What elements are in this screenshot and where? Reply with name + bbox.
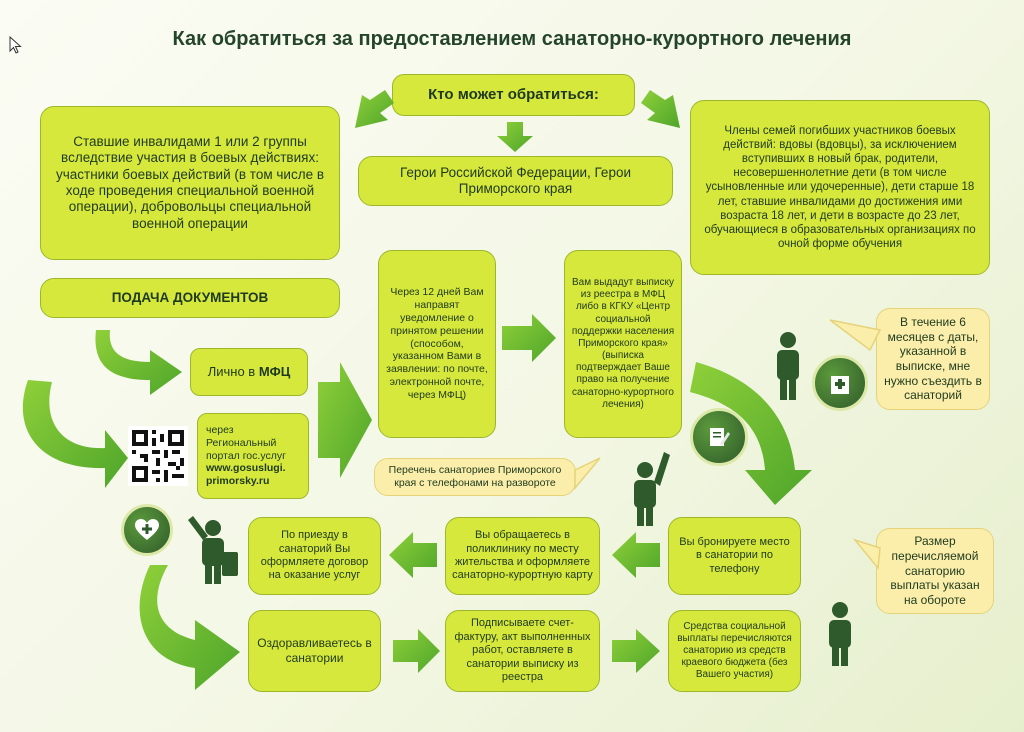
extract-box: Вам выдадут выписку из реестра в МФЦ либ… [564,250,682,438]
six-months-bubble: В течение 6 месяцев с даты, указанной в … [876,308,990,410]
arrow-left-clinic [389,532,437,578]
qr-code[interactable] [128,426,188,486]
person-icon-2 [829,602,851,666]
hospital-icon [812,355,868,411]
in-person-mfc-box: Лично в МФЦ [190,348,308,396]
in-person-label: Лично в [207,364,256,380]
portal-box[interactable]: через Региональный портал гос.услуг www.… [197,413,309,499]
portal-text: через Региональный портал гос.услуг [206,424,286,462]
arrow-right-funds [612,629,660,673]
notification-box: Через 12 дней Вам направят уведомление о… [378,250,496,438]
arrow-curve-portal [22,380,128,488]
mfc-label: МФЦ [258,364,291,380]
page-title: Как обратиться за предоставлением санато… [172,28,852,50]
arrow-left-booking [612,532,660,578]
invoice-box: Подписываете счет-фактуру, акт выполненн… [445,610,600,692]
group-disabled-box: Ставшие инвалидами 1 или 2 группы вследс… [40,106,340,260]
person-waving-icon [634,452,670,526]
arrival-box: По приезду в санаторий Вы оформляете дог… [248,517,381,595]
group-families-box: Члены семей погибших участников боевых д… [690,100,990,275]
heart-medical-icon [121,504,173,556]
arrow-right-mid [502,314,556,362]
funds-box: Средства социальной выплаты перечисляютс… [668,610,801,692]
arrow-down-left [355,90,394,128]
document-pen-icon [690,408,748,466]
submission-header: ПОДАЧА ДОКУМЕНТОВ [40,278,340,318]
sanatorium-list-bubble: Перечень санаториев Приморского края с т… [374,458,576,496]
arrow-curve-mfc [95,330,182,395]
arrow-big-right [318,362,372,478]
portal-url-line2[interactable]: primorsky.ru [206,475,270,488]
who-can-apply-box: Кто может обратиться: [392,74,635,116]
arrow-right-invoice [393,629,440,673]
recovery-box: Оздоравливаетесь в санатории [248,610,381,692]
qr-code-icon [132,430,184,482]
person-icon-1 [777,332,799,400]
arrow-down [497,122,533,152]
group-heroes-box: Герои Российской Федерации, Герои Примор… [358,156,673,206]
arrow-curve-recovery [139,565,240,690]
person-with-suitcase-icon [188,516,238,584]
clinic-box: Вы обращаетесь в поликлинику по месту жи… [445,517,600,595]
arrow-down-right [641,90,680,128]
portal-url-line1[interactable]: www.gosuslugi. [206,462,286,475]
booking-box: Вы бронируете место в санатории по телеф… [668,517,801,595]
cursor-icon [9,36,22,54]
payment-size-bubble: Размер перечисляемой санаторию выплаты у… [876,528,994,614]
